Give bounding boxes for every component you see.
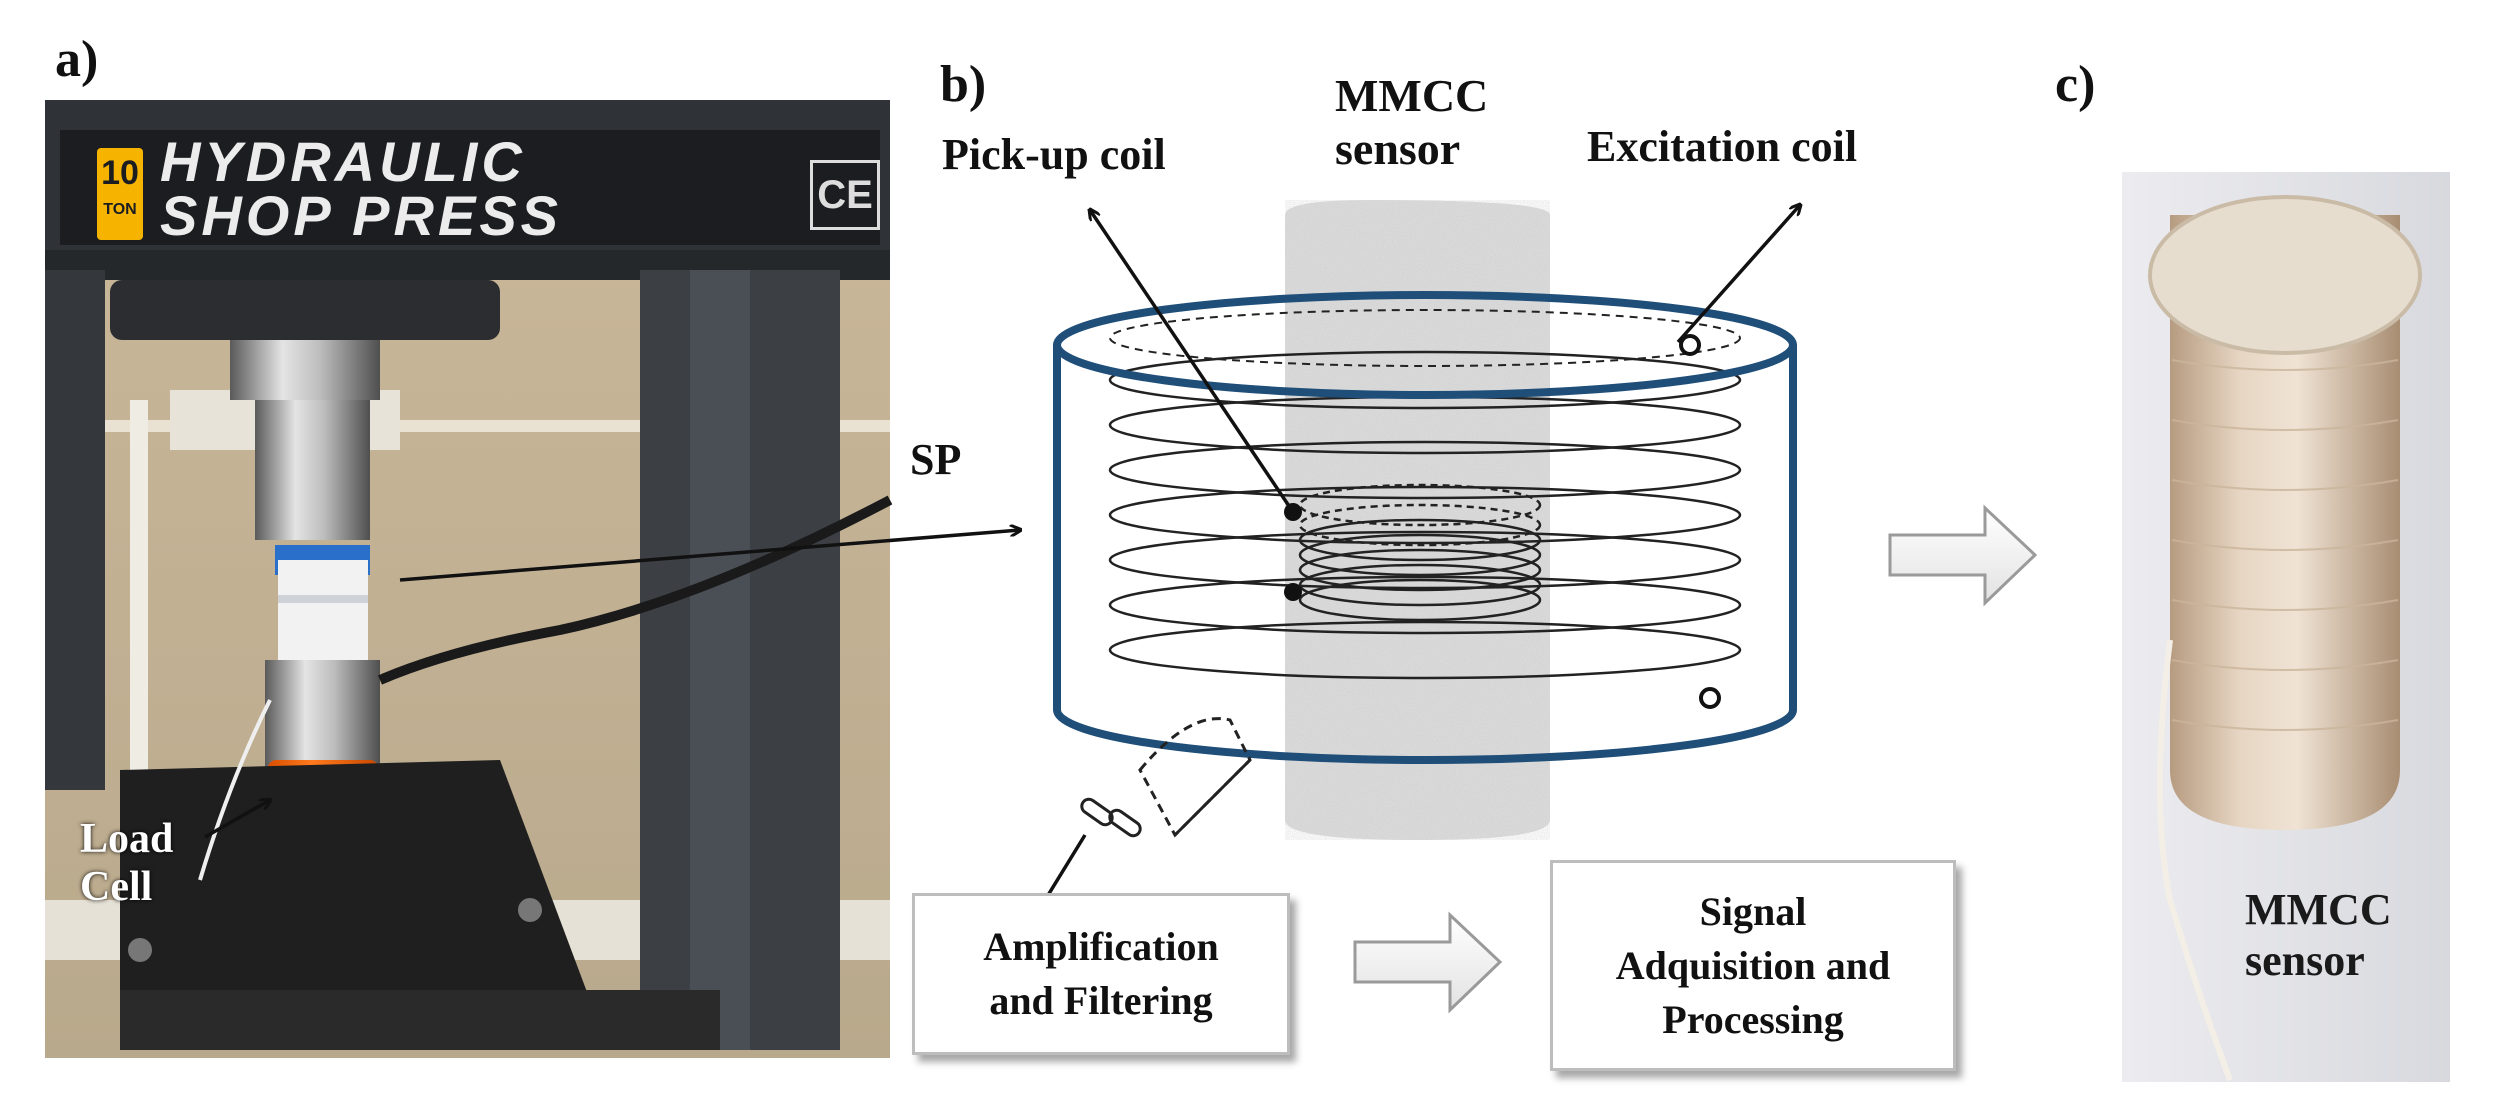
- photo-mmcc-sensor: [2122, 172, 2450, 1082]
- pickup-coil: [1298, 483, 1542, 622]
- press-title-line2: SHOP PRESS: [160, 184, 563, 247]
- press-title-line1: HYDRAULIC: [160, 130, 526, 193]
- sensor-photo-label: MMCC sensor: [2245, 885, 2392, 986]
- press-capacity-unit: TON: [103, 201, 137, 218]
- ce-mark: CE: [810, 160, 880, 230]
- block-arrow-amplification-to-signal: [1353, 911, 1503, 1014]
- pickup-terminal-bottom: [1284, 583, 1302, 601]
- panel-letter-c: c): [2055, 56, 2096, 113]
- coil-former-outline: [1053, 291, 1797, 764]
- signal-line2: Adquisition and: [1615, 942, 1891, 988]
- mmcc-label-line2: sensor: [1335, 122, 1461, 174]
- panel-letter-b: b): [940, 56, 987, 113]
- excitation-terminal-top: [1679, 334, 1701, 356]
- excitation-coil-back: [1109, 309, 1741, 367]
- excitation-coil: [1108, 350, 1742, 680]
- amplification-line1: Amplification: [983, 924, 1219, 969]
- load-cell-label-line1: Load: [80, 816, 174, 862]
- load-cell-label: Load Cell: [80, 815, 173, 912]
- amplification-filtering-box: Amplification and Filtering: [912, 893, 1290, 1055]
- pickup-coil-label: Pick-up coil: [942, 130, 1166, 179]
- connector-plug-icon: [1080, 717, 1252, 838]
- photo-hydraulic-press: [45, 100, 893, 1058]
- excitation-coil-label: Excitation coil: [1587, 122, 1858, 171]
- block-arrow-to-panel-c: [1888, 504, 2038, 607]
- sensor-label-line1: MMCC: [2245, 885, 2392, 934]
- amplification-line2: and Filtering: [989, 978, 1213, 1023]
- mmcc-label-line1: MMCC: [1335, 70, 1489, 121]
- press-title: HYDRAULIC SHOP PRESS: [160, 130, 800, 247]
- signal-acquisition-box: Signal Adquisition and Processing: [1550, 860, 1956, 1071]
- press-capacity-badge: 10 TON: [97, 148, 143, 240]
- sp-label: SP: [910, 435, 962, 484]
- press-capacity-number: 10: [101, 154, 139, 192]
- sensor-label-line2: sensor: [2245, 935, 2365, 985]
- mmcc-sensor-label: MMCC sensor: [1335, 70, 1488, 176]
- panel-letter-a: a): [55, 31, 99, 88]
- signal-line1: Signal: [1699, 888, 1807, 934]
- load-cell-label-line2: Cell: [80, 864, 153, 911]
- signal-line3: Processing: [1662, 996, 1844, 1042]
- excitation-terminal-bottom: [1699, 687, 1721, 709]
